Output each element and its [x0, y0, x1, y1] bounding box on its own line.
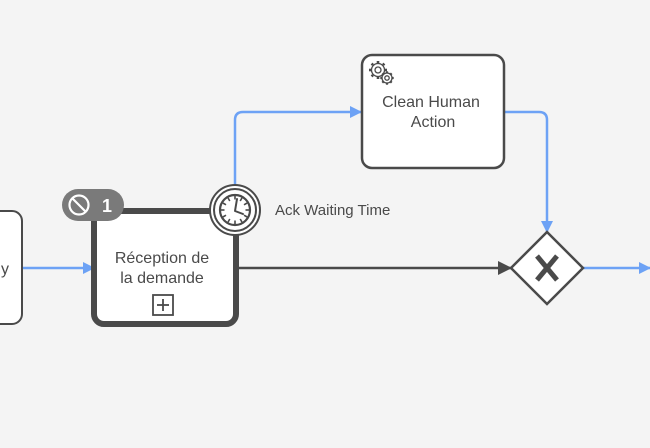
exclusive-x-icon [535, 254, 559, 282]
incident-badge-count: 1 [102, 196, 112, 216]
left-task-label: y [1, 261, 9, 278]
service-task-label-line2: Action [411, 114, 455, 131]
exclusive-gateway[interactable] [509, 230, 585, 306]
service-task-label-line1: Clean Human [382, 94, 480, 111]
subprocess-label-line2: la demande [120, 270, 204, 287]
incident-badge[interactable]: 1 [62, 189, 124, 221]
cancel-icon [68, 194, 90, 216]
subprocess-label-line1: Réception de [115, 250, 209, 267]
service-task-clean-human-action[interactable]: Clean Human Action [360, 53, 506, 170]
flow-timer-to-service-task[interactable] [233, 106, 362, 185]
timer-event-label: Ack Waiting Time [275, 202, 390, 219]
left-task[interactable]: y [0, 210, 23, 325]
subprocess-reception-demande[interactable]: Réception de la demande [91, 208, 239, 327]
timer-boundary-event[interactable] [209, 184, 261, 236]
flow-service-task-to-gateway[interactable] [505, 110, 553, 233]
expand-plus-icon[interactable] [152, 294, 174, 316]
timer-clock-icon [218, 193, 252, 227]
gear-icon [369, 61, 394, 85]
